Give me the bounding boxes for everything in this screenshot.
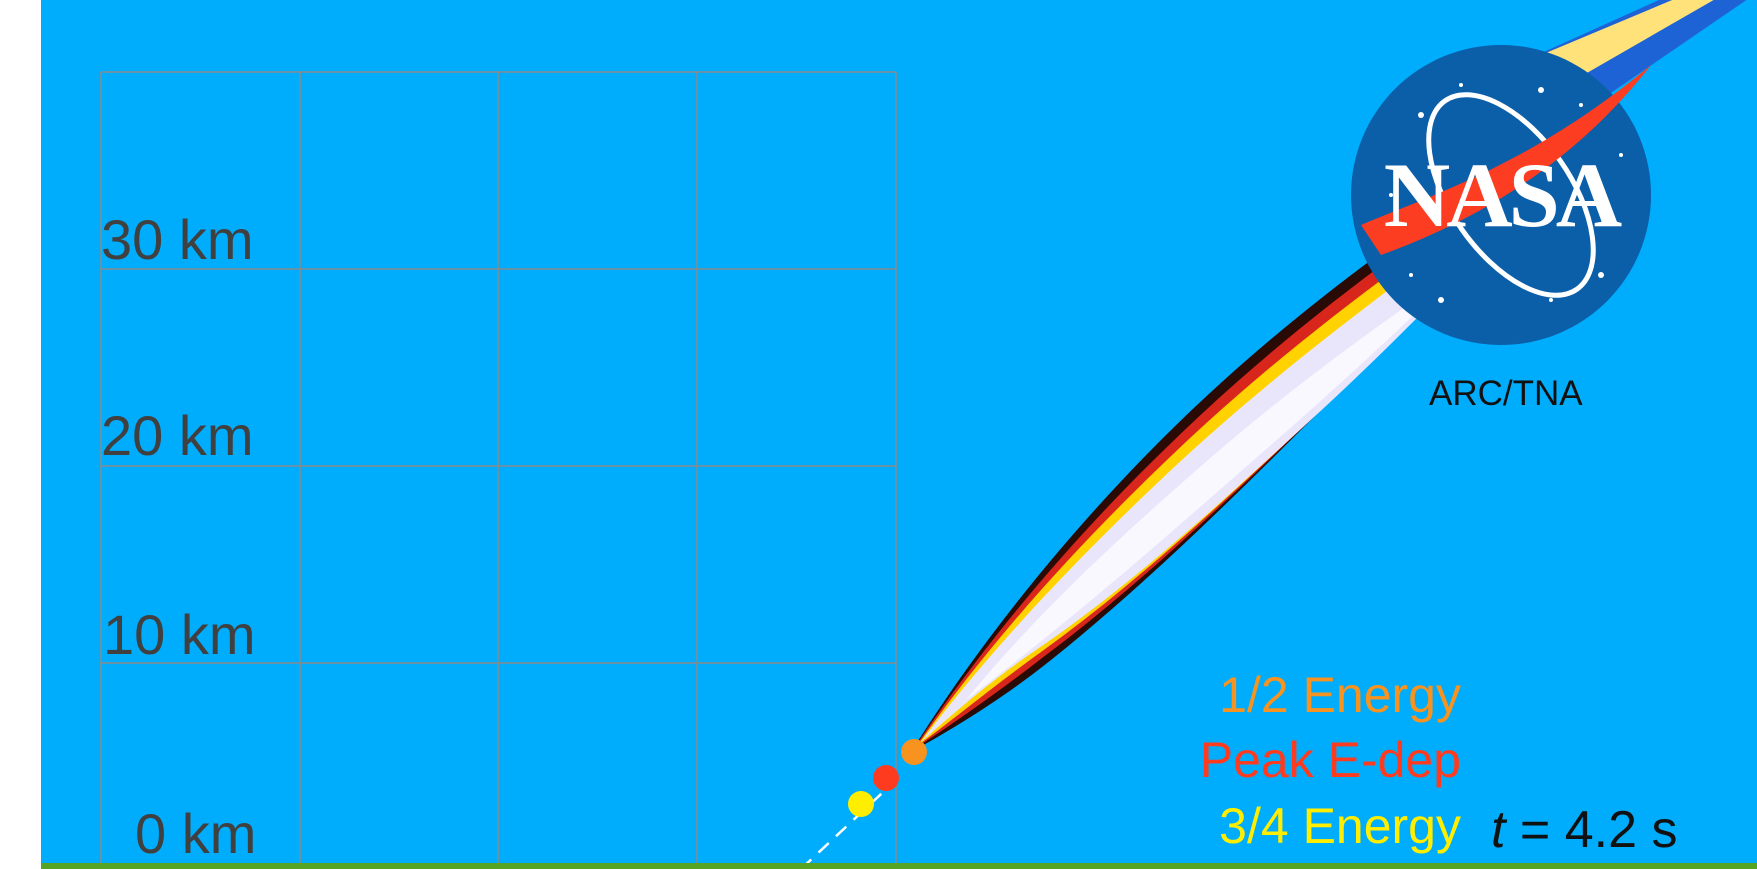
time-symbol: t [1491,801,1506,859]
legend-three-quarter-energy: 3/4 Energy [1219,798,1461,854]
time-readout: t = 4.2 s [1491,804,1677,856]
marker-peak-edep [873,765,899,791]
nasa-logo: NASA [1351,45,1651,345]
altitude-label-0km: 0 km [135,802,257,865]
altitude-label-30km: 30 km [101,208,254,271]
legend-peak-edep: Peak E-dep [1199,732,1461,788]
altitude-label-20km: 20 km [101,404,254,467]
marker-three-quarter-energy [848,791,874,817]
time-value: = 4.2 s [1519,801,1678,859]
altitude-label-10km: 10 km [103,603,256,666]
logo-wordmark: NASA [1383,144,1622,246]
credit-label: ARC/TNA [1429,374,1583,413]
altitude-grid [100,71,897,869]
legend-half-energy: 1/2 Energy [1219,667,1461,723]
energy-legend: 1/2 Energy Peak E-dep 3/4 Energy [1111,670,1461,869]
nasa-meatball-icon [1351,45,1651,345]
marker-half-energy [901,739,927,765]
simulation-scene: 30 km 20 km 10 km 0 km [41,0,1757,869]
ground-strip [41,863,1757,869]
